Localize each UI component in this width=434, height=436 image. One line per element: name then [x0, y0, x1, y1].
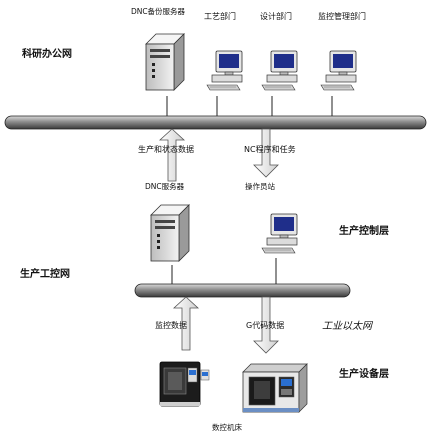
upward-data-arrow [172, 296, 200, 351]
lower-up-flow-label: 监控数据 [155, 321, 187, 330]
dnc-server-label: DNC服务器 [145, 182, 185, 191]
production-network-label: 生产工控网 [20, 269, 70, 280]
desktop-computer-icon [206, 50, 243, 91]
monitoring-dept-label: 监控管理部门 [318, 12, 366, 21]
cnc-machine-label: 数控机床 [212, 423, 242, 432]
dnc-server-icon [150, 204, 190, 262]
desktop-computer-icon [320, 50, 357, 91]
dnc-backup-server-label: DNC备份服务器 [130, 7, 186, 16]
cnc-machine-icon [242, 363, 308, 413]
desktop-computer-icon [261, 50, 298, 91]
operator-station-label: 操作员站 [245, 182, 275, 191]
process-dept-label: 工艺部门 [204, 12, 236, 21]
design-dept-label: 设计部门 [260, 12, 292, 21]
desktop-computer-icon [261, 213, 298, 254]
dnc-backup-server-icon [145, 33, 185, 91]
downward-data-arrow [253, 296, 279, 354]
upper-up-flow-label: 生产和状态数据 [138, 145, 194, 154]
upper-down-flow-label: NC程序和任务 [244, 145, 296, 154]
upward-data-arrow [158, 128, 186, 182]
industrial-ethernet-bus [134, 283, 351, 298]
lower-down-flow-label: G代码数据 [246, 321, 285, 330]
office-network-bus [4, 115, 427, 130]
office-network-label: 科研办公网 [22, 49, 72, 60]
downward-data-arrow [253, 128, 279, 178]
cnc-machine-icon [159, 361, 210, 407]
industrial-ethernet-label: 工业以太网 [322, 321, 372, 332]
equipment-layer-label: 生产设备层 [339, 369, 389, 380]
control-layer-label: 生产控制层 [339, 226, 389, 237]
